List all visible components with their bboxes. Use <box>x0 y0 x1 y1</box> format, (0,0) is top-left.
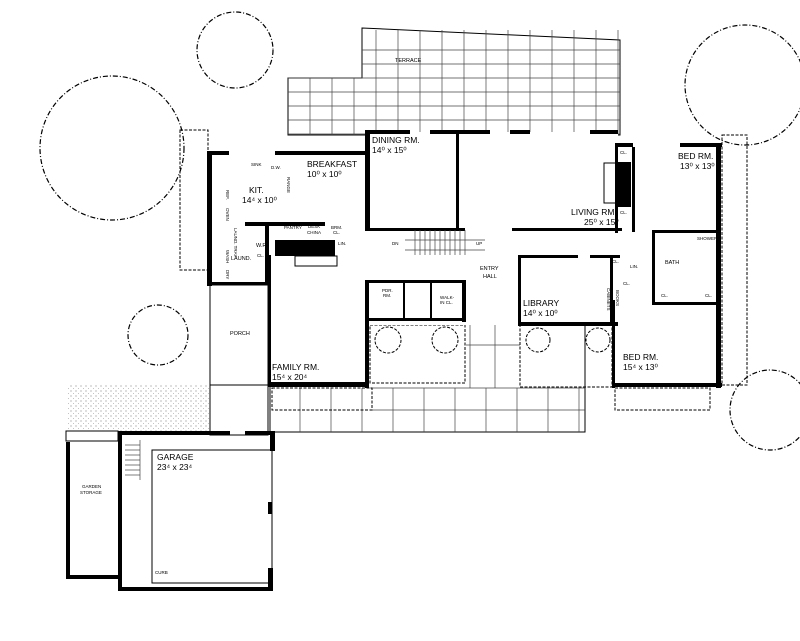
breakfast-size: 10⁰ x 10⁰ <box>307 169 342 179</box>
dining-room-size: 14⁰ x 15⁰ <box>372 145 407 155</box>
trees <box>39 11 800 451</box>
dw-label: D.W. <box>271 165 281 170</box>
pantry-label: PANTRY <box>284 225 302 230</box>
tree-icon <box>196 11 274 89</box>
tree-icon <box>39 75 185 221</box>
tree-icon <box>729 369 800 451</box>
pdr-label: PDR. <box>382 288 393 293</box>
gravel-area <box>68 385 210 432</box>
closet-label: CL. <box>661 293 668 298</box>
china-label: CHINA <box>307 230 321 235</box>
house-floor <box>210 132 720 385</box>
walkin-label: WALK- <box>440 295 455 300</box>
breakfast-label: BREAKFAST <box>307 159 357 169</box>
closet-label: CL. <box>705 293 712 298</box>
linen-label: LIN. <box>338 241 346 246</box>
bedroom-1-size: 13⁰ x 13⁰ <box>680 161 715 171</box>
curb-label: CURB <box>155 570 168 575</box>
kitchen-label: KIT. <box>249 185 264 195</box>
cabinets-label: CABINETS <box>606 288 611 311</box>
range-label: RANGE <box>286 177 291 193</box>
stairs-up-label: UP <box>476 241 482 246</box>
bedroom-2-size: 15⁴ x 13⁰ <box>623 362 659 372</box>
room-labels: DINING RM. 14⁰ x 15⁰ BREAKFAST 10⁰ x 10⁰… <box>80 135 718 575</box>
stairs-down-label: DN <box>392 241 399 246</box>
brm-cl-label: CL. <box>333 230 340 235</box>
oven-label: OVEN <box>225 208 230 221</box>
wash-label: WASH <box>225 250 230 263</box>
family-room-label: FAMILY RM. <box>272 362 319 372</box>
tree-icon <box>127 304 189 366</box>
dry-label: DRY <box>225 270 230 279</box>
laundry-tray-label: LAUND. TRAY <box>233 228 238 257</box>
closet-label: CL. <box>620 210 627 215</box>
terrace-label: TERRACE <box>395 58 422 64</box>
bath-label: BATH <box>665 260 679 266</box>
porch-label: PORCH <box>230 331 250 337</box>
walkin-cl-label: IN CL. <box>440 300 453 305</box>
tree-icon <box>684 24 800 146</box>
garage-label: GARAGE <box>157 452 194 462</box>
bedroom-1-label: BED RM. <box>678 151 713 161</box>
entry-label: ENTRY <box>480 266 499 272</box>
laundry-label: LAUND. <box>231 256 252 262</box>
terrace: TERRACE <box>287 27 621 136</box>
books-label: BOOKS <box>615 290 620 306</box>
family-room-size: 15⁴ x 20⁴ <box>272 372 308 382</box>
brm-label: BRM. <box>331 225 342 230</box>
storage-label: STORAGE <box>80 490 102 495</box>
hall-label: HALL <box>483 274 497 280</box>
shower-label: SHOWER <box>697 236 718 241</box>
garden-label: GARDEN <box>82 484 101 489</box>
bedroom-2-label: BED RM. <box>623 352 658 362</box>
library-size: 14⁰ x 10⁰ <box>523 308 558 318</box>
garage-size: 23⁴ x 23⁴ <box>157 462 193 472</box>
wr-label: W.R. <box>256 243 268 249</box>
pdr-rm-label: RM. <box>383 293 391 298</box>
shrubs <box>179 129 748 411</box>
ref-label: REF. <box>225 190 230 200</box>
sink-label: SINK <box>251 162 262 167</box>
kitchen-size: 14⁴ x 10⁰ <box>242 195 278 205</box>
walls <box>65 130 722 591</box>
closet-label: CL. <box>257 253 264 258</box>
library-label: LIBRARY <box>523 298 560 308</box>
closet-label: CL. <box>620 150 627 155</box>
dining-room-label: DINING RM. <box>372 135 420 145</box>
desk-label: DESK <box>308 224 320 229</box>
living-room-size: 25⁰ x 15⁰ <box>584 217 619 227</box>
linen-label: LIN. <box>283 241 291 246</box>
closet-label: CL. <box>612 259 619 264</box>
closet-label: CL. <box>623 281 630 286</box>
living-room-label: LIVING RM. <box>571 207 617 217</box>
linen-label: LIN. <box>630 264 638 269</box>
